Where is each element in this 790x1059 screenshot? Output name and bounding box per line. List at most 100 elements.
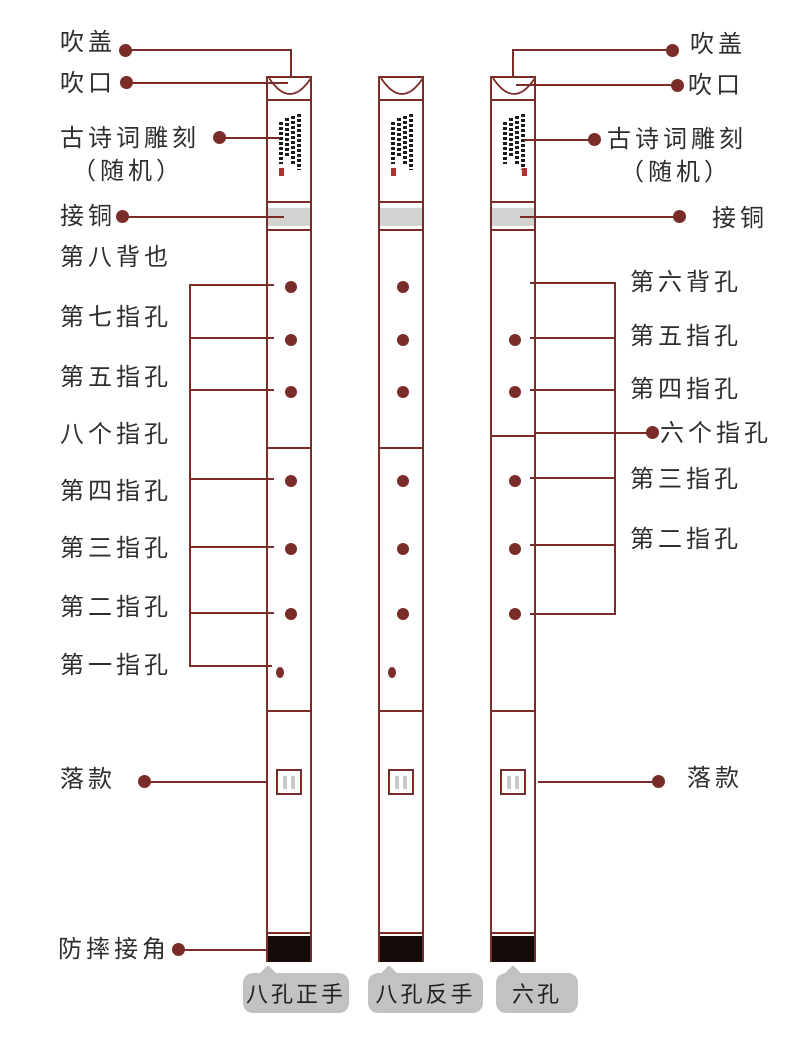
label-signature: 落款	[60, 767, 116, 793]
finger-hole	[285, 475, 297, 487]
tag-six-hole: 六孔	[496, 965, 578, 1013]
finger-hole-side	[276, 667, 284, 678]
right-bracket-vertical	[614, 282, 616, 615]
callout-line-anti-drop	[185, 949, 266, 951]
finger-hole	[509, 608, 521, 620]
bamboo-joint-line	[492, 710, 534, 712]
label-poem: 古诗词雕刻	[60, 126, 200, 152]
flute-section-line	[268, 99, 310, 101]
callout-dot	[666, 44, 679, 57]
callout-dot	[652, 775, 665, 788]
anti-drop-corner-band	[268, 936, 310, 962]
finger-hole	[397, 386, 409, 398]
left-bracket-rung	[189, 665, 272, 667]
tag-label: 六孔	[511, 982, 562, 1007]
finger-hole-side	[388, 667, 396, 678]
anti-drop-corner-band	[380, 936, 422, 962]
signature-seal	[500, 769, 526, 795]
label-blow-cover: 吹盖	[60, 30, 116, 56]
finger-hole	[397, 608, 409, 620]
label-blow-hole: 吹口	[688, 73, 744, 99]
finger-hole	[285, 334, 297, 346]
callout-dot	[671, 79, 684, 92]
tag-eight-hole-reverse: 八孔反手	[368, 965, 483, 1013]
label-signature: 落款	[687, 766, 743, 792]
right-bracket-rung	[530, 389, 616, 391]
finger-hole	[397, 475, 409, 487]
flute-six-hole	[490, 76, 536, 962]
label-poem-sub: （随机）	[620, 160, 732, 186]
callout-line-blow-cover	[513, 49, 667, 51]
copper-joint-band	[380, 208, 422, 226]
left-bracket-rung	[189, 478, 274, 480]
finger-hole	[509, 475, 521, 487]
label-anti-drop: 防摔接角	[58, 937, 170, 963]
poem-seal-mark	[391, 168, 396, 176]
signature-seal	[388, 769, 414, 795]
right-bracket-rung	[530, 282, 616, 284]
callout-line-blow-cover	[512, 49, 514, 77]
callout-dot	[119, 44, 132, 57]
label-hole-2: 第二指孔	[60, 595, 172, 621]
callout-line-copper	[520, 216, 674, 218]
signature-seal	[276, 769, 302, 795]
poem-engraving-block	[279, 114, 303, 178]
callout-dot	[213, 131, 226, 144]
left-bracket-rung	[189, 389, 274, 391]
label-hole-6-back: 第六背孔	[630, 270, 742, 296]
callout-line-blow-cover	[131, 49, 292, 51]
finger-hole	[397, 543, 409, 555]
label-hole-5: 第五指孔	[60, 365, 172, 391]
poem-engraving-block	[503, 114, 527, 178]
right-bracket-rung	[530, 337, 616, 339]
label-hole-5: 第五指孔	[630, 324, 742, 350]
copper-joint-band	[268, 208, 310, 226]
finger-hole	[509, 334, 521, 346]
callout-dot	[138, 775, 151, 788]
callout-line-blow-cover	[290, 49, 292, 77]
label-copper: 接铜	[60, 204, 116, 230]
label-blow-cover: 吹盖	[690, 32, 746, 58]
bamboo-joint-line	[268, 447, 310, 449]
bamboo-joint-line	[492, 435, 534, 437]
callout-line-poem	[524, 139, 589, 141]
tag-label: 八孔正手	[245, 982, 346, 1007]
label-hole-2: 第二指孔	[630, 527, 742, 553]
label-hole-4: 第四指孔	[60, 479, 172, 505]
right-bracket-rung	[530, 544, 616, 546]
label-blow-hole: 吹口	[60, 71, 116, 97]
poem-seal-mark	[279, 168, 284, 176]
label-hole-7: 第七指孔	[60, 305, 172, 331]
callout-dot	[120, 76, 133, 89]
finger-hole	[285, 281, 297, 293]
callout-line-six-holes	[536, 432, 647, 434]
bamboo-joint-line	[268, 710, 310, 712]
callout-dot	[588, 133, 601, 146]
label-hole-8-back: 第八背也	[60, 245, 172, 271]
flute-eight-hole-front	[266, 76, 312, 962]
blow-mouth-arc	[492, 78, 536, 95]
label-poem-sub: （随机）	[72, 159, 184, 185]
label-hole-3: 第三指孔	[60, 536, 172, 562]
bamboo-joint-line	[380, 710, 422, 712]
callout-line-signature	[538, 781, 654, 783]
left-bracket-rung	[189, 284, 274, 286]
finger-hole	[285, 386, 297, 398]
callout-line-blow-hole	[132, 82, 288, 84]
poem-seal-mark	[522, 168, 527, 176]
label-hole-4: 第四指孔	[630, 377, 742, 403]
anti-drop-corner-band	[492, 936, 534, 962]
flute-eight-hole-reverse	[378, 76, 424, 962]
callout-line-blow-hole	[516, 84, 672, 86]
left-bracket-vertical	[189, 284, 191, 667]
copper-joint-band	[492, 208, 534, 226]
blow-mouth-arc	[380, 78, 424, 95]
finger-hole	[509, 386, 521, 398]
tag-label: 八孔反手	[375, 982, 476, 1007]
label-copper: 接铜	[712, 206, 768, 232]
callout-line-poem	[225, 137, 280, 139]
tag-eight-hole-front: 八孔正手	[243, 965, 349, 1013]
right-bracket-rung	[530, 613, 616, 615]
poem-engraving-block	[391, 114, 415, 178]
